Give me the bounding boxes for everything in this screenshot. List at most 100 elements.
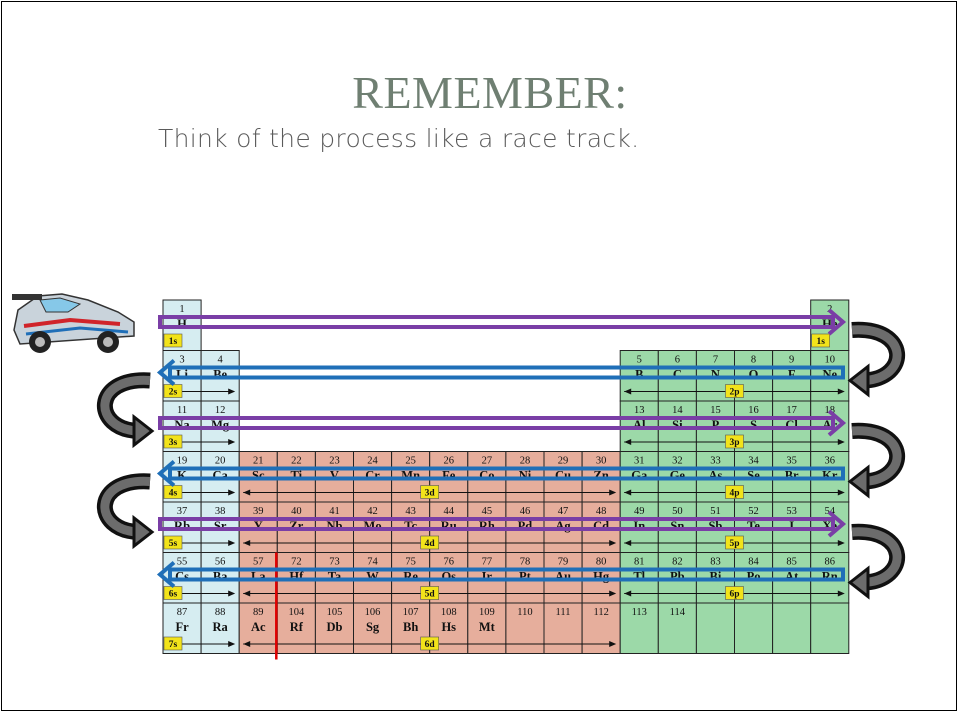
element-symbol: Rf (290, 620, 304, 634)
atomic-number: 9 (789, 355, 794, 366)
atomic-number: 81 (634, 557, 645, 568)
orbital-label-box (163, 434, 183, 449)
orbital-span-arrowhead (624, 590, 632, 597)
atomic-number: 78 (520, 557, 531, 568)
atomic-number: 24 (367, 456, 378, 467)
element-cell-box (695, 602, 736, 654)
orbital-label: 3d (425, 489, 436, 499)
slide-subtitle: Think of the process like a race track. (158, 124, 640, 153)
orbital-span-arrowhead (624, 540, 632, 546)
blue-track-arrow (156, 560, 845, 589)
orbital-span-arrowhead (228, 641, 236, 647)
atomic-number: 87 (177, 607, 188, 618)
atomic-number: 46 (520, 506, 531, 517)
atomic-number: 40 (291, 506, 302, 517)
element-cell (772, 602, 812, 654)
element-cell: 111 (543, 602, 583, 654)
element-symbol: C (673, 368, 682, 382)
atomic-number: 29 (558, 456, 569, 467)
atomic-number: 25 (405, 456, 416, 467)
track-arrowhead (156, 358, 176, 387)
atomic-number: 34 (748, 456, 759, 467)
atomic-number: 1 (179, 304, 184, 315)
u-turn-arrow-left (96, 473, 155, 550)
race-car-icon (12, 293, 135, 353)
atomic-number: 50 (672, 506, 683, 517)
u-turn-fill (851, 325, 902, 385)
orbital-label-box (163, 636, 183, 651)
atomic-number: 56 (215, 557, 226, 568)
element-cell-box (467, 602, 507, 654)
purple-track-arrow (158, 308, 847, 336)
element-symbol: Ac (251, 620, 266, 634)
u-turn-arrowhead (847, 363, 870, 398)
orbital-span-arrowhead (243, 540, 251, 546)
atomic-number: 36 (825, 456, 836, 467)
orbital-span-arrowhead (609, 590, 617, 597)
u-turn-fill (851, 426, 902, 486)
orbital-span-arrowhead (837, 388, 845, 395)
orbital-span-arrowhead (837, 489, 845, 496)
atomic-number: 107 (403, 607, 419, 618)
element-symbol: H (177, 317, 187, 331)
element-cell (695, 602, 736, 654)
atomic-number: 85 (786, 557, 797, 568)
orbital-label: 7s (169, 640, 178, 650)
u-turn-fill (100, 476, 151, 537)
element-symbol: I (789, 519, 794, 533)
atomic-number: 89 (253, 607, 264, 618)
track-arrowhead (827, 409, 847, 437)
orbital-span-arrowhead (624, 489, 632, 496)
atomic-number: 22 (291, 456, 302, 467)
orbital-label: 2s (169, 388, 178, 398)
atomic-number: 49 (634, 506, 645, 517)
atomic-number: 8 (751, 355, 756, 366)
orbital-span-arrowhead (228, 540, 236, 546)
element-cell-box (200, 602, 240, 654)
element-symbol: N (711, 368, 720, 382)
atomic-number: 6 (675, 355, 680, 366)
blue-track-arrow (156, 358, 845, 387)
orbital-label-box (725, 485, 744, 499)
atomic-number: 105 (327, 607, 343, 618)
blue-track-arrow (156, 459, 845, 488)
atomic-number: 7 (713, 355, 718, 366)
orbital-span-arrowhead (228, 439, 236, 445)
atomic-number: 12 (215, 405, 226, 416)
atomic-number: 3 (179, 355, 184, 366)
u-turn-fill (851, 527, 902, 587)
element-cell-box (543, 602, 583, 654)
atomic-number: 76 (444, 557, 455, 568)
orbital-span-arrowhead (228, 489, 236, 496)
atomic-number: 86 (825, 557, 836, 568)
element-symbol: Si (672, 418, 683, 432)
track-bar (158, 517, 835, 531)
atomic-number: 52 (748, 506, 759, 517)
orbital-label: 2p (729, 388, 739, 398)
orbital-label-box (420, 535, 440, 550)
track-bar (158, 416, 835, 430)
purple-track-arrow (158, 510, 847, 538)
atomic-number: 110 (517, 607, 532, 618)
atomic-number: 48 (596, 506, 607, 517)
atomic-number: 28 (520, 456, 531, 467)
orbital-label-box (725, 535, 744, 550)
orbital-label: 6s (169, 590, 178, 600)
atomic-number: 15 (710, 405, 721, 416)
u-turn-fill (100, 375, 151, 436)
track-bar (168, 365, 845, 380)
atomic-number: 104 (288, 607, 305, 618)
element-symbol: V (330, 469, 339, 483)
orbital-span-arrowhead (837, 540, 845, 546)
orbital-span-arrowhead (243, 641, 251, 647)
element-cell-box (581, 602, 621, 654)
orbital-label: 6p (729, 590, 739, 600)
atomic-number: 21 (253, 456, 264, 467)
orbital-label: 4p (729, 489, 739, 499)
element-cell: 112 (581, 602, 621, 654)
atomic-number: 55 (177, 557, 188, 568)
